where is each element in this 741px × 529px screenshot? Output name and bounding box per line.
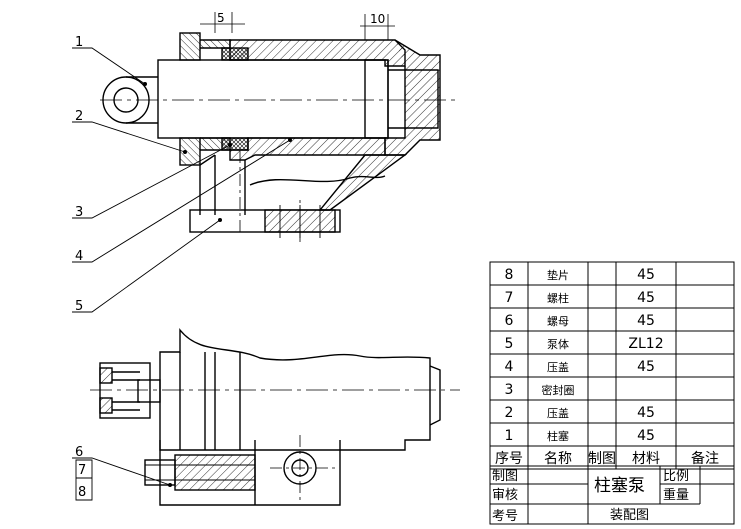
dimension-10 [360, 14, 395, 40]
section-view [100, 32, 460, 242]
leader-lines [72, 47, 291, 313]
bom-cell-material: ZL12 [628, 336, 663, 352]
bom-header-name: 名称 [544, 451, 572, 467]
bom-header-no: 序号 [495, 451, 523, 467]
leader-2: 2 [75, 109, 83, 124]
plunger [157, 59, 389, 139]
bom-header-qty: 制图 [588, 451, 616, 467]
front-view [90, 328, 460, 506]
bom-table [489, 261, 735, 525]
dimension-10-label: 10 [370, 12, 385, 26]
bom-cell-name: 泵体 [547, 337, 569, 351]
gland-upper [179, 32, 201, 61]
bom-cell-material: 45 [637, 290, 655, 306]
leader-4: 4 [75, 249, 83, 264]
bom-cell-no: 1 [505, 428, 514, 444]
seal-bottom [221, 137, 249, 151]
gland-lower [179, 137, 201, 166]
bom-cell-name: 螺柱 [547, 291, 569, 305]
bom-cell-material: 45 [637, 267, 655, 283]
leader-1: 1 [75, 35, 83, 50]
bom-cell-no: 7 [505, 290, 514, 306]
title-exam-no: 考号 [492, 509, 518, 524]
bom-cell-name: 压盖 [547, 406, 569, 420]
title-drawn-by: 制图 [492, 469, 518, 484]
bom-cell-name: 密封圈 [542, 383, 575, 397]
bom-cell-no: 4 [505, 359, 514, 375]
bom-header-material: 材料 [632, 451, 660, 467]
title-scale: 比例 [663, 469, 689, 484]
leader-5: 5 [75, 299, 83, 314]
leader-3: 3 [75, 205, 83, 220]
bom-cell-no: 8 [505, 267, 514, 283]
title-block [490, 465, 734, 524]
seal-top [221, 47, 249, 61]
pump-body-lower [229, 137, 386, 161]
bom-cell-name: 压盖 [547, 360, 569, 374]
pump-body-upper [229, 39, 406, 67]
bom-cell-name: 垫片 [547, 268, 569, 282]
title-part-name: 柱塞泵 [594, 476, 645, 496]
bom-cell-no: 6 [505, 313, 514, 329]
bom-cell-no: 3 [505, 382, 514, 398]
bom-cell-no: 5 [505, 336, 514, 352]
bom-cell-name: 柱塞 [547, 429, 569, 443]
dimension-5-label: 5 [217, 11, 225, 25]
dimension-5 [200, 12, 245, 33]
bom-cell-material: 45 [637, 313, 655, 329]
leader-7: 7 [78, 463, 86, 478]
title-drawing-type: 装配图 [610, 508, 649, 523]
bom-cell-material: 45 [637, 428, 655, 444]
leader-6: 6 [75, 445, 83, 460]
leader-8: 8 [78, 485, 86, 500]
bom-rows: 8 垫片 45 7 螺柱 45 6 螺母 45 5 泵体 ZL12 4 压盖 45 3 密封圈 2 压盖 45 1 柱塞 4… [490, 262, 734, 470]
title-checked-by: 审核 [492, 488, 518, 503]
bom-cell-no: 2 [505, 405, 514, 421]
bom-cell-material: 45 [637, 405, 655, 421]
bom-cell-name: 螺母 [547, 315, 569, 328]
bom-cell-material: 45 [637, 359, 655, 375]
bom-header-note: 备注 [691, 450, 719, 467]
title-weight: 重量 [663, 487, 689, 503]
